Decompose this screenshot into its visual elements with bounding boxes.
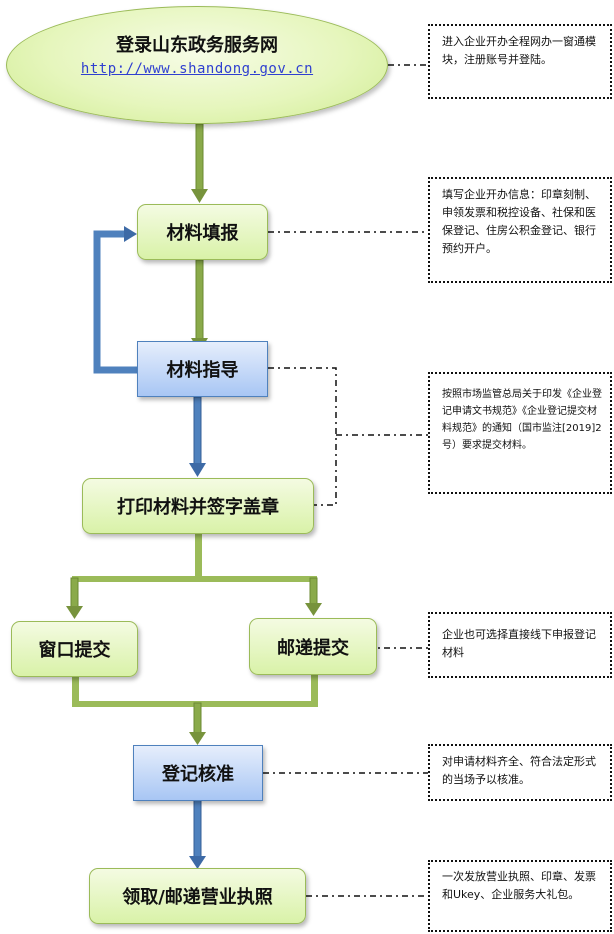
note-start: 进入企业开办全程网办一窗通模块，注册账号并登陆。: [428, 24, 612, 99]
step-print-sign: 打印材料并签字盖章: [82, 478, 314, 534]
arrow-merge-to-approval: [72, 675, 318, 745]
start-node-login: 登录山东政务服务网 http://www.shandong.gov.cn: [6, 6, 388, 124]
arrow-start-to-fill: [191, 123, 208, 203]
step-window-submit: 窗口提交: [11, 621, 138, 677]
step-receive-license: 领取/邮递营业执照: [89, 868, 306, 924]
start-node-title: 登录山东政务服务网: [116, 35, 278, 56]
shandong-gov-link[interactable]: http://www.shandong.gov.cn: [80, 61, 314, 77]
note-mail-submit: 企业也可选择直接线下申报登记材料: [428, 612, 612, 678]
arrow-approval-to-receive: [189, 799, 206, 869]
note-guidance: 按照市场监管总局关于印发《企业登记申请文书规范》《企业登记提交材料规范》的通知（…: [428, 372, 612, 494]
arrow-print-split: [66, 534, 322, 619]
arrow-fill-to-guidance: [191, 259, 208, 352]
arrow-guidance-back-to-fill: [93, 226, 137, 374]
connector-guidance-note: [268, 367, 428, 506]
step-approval: 登记核准: [133, 745, 263, 801]
step-guidance: 材料指导: [137, 341, 268, 397]
note-approval: 对申请材料齐全、符合法定形式的当场予以核准。: [428, 744, 612, 801]
note-fill-in: 填写企业开办信息：印章刻制、申领发票和税控设备、社保和医保登记、住房公积金登记、…: [428, 177, 612, 283]
step-mail-submit: 邮递提交: [249, 618, 377, 675]
arrow-guidance-to-print: [189, 396, 206, 477]
note-receive-license: 一次发放营业执照、印章、发票和Ukey、企业服务大礼包。: [428, 860, 612, 932]
step-fill-in: 材料填报: [137, 204, 268, 260]
